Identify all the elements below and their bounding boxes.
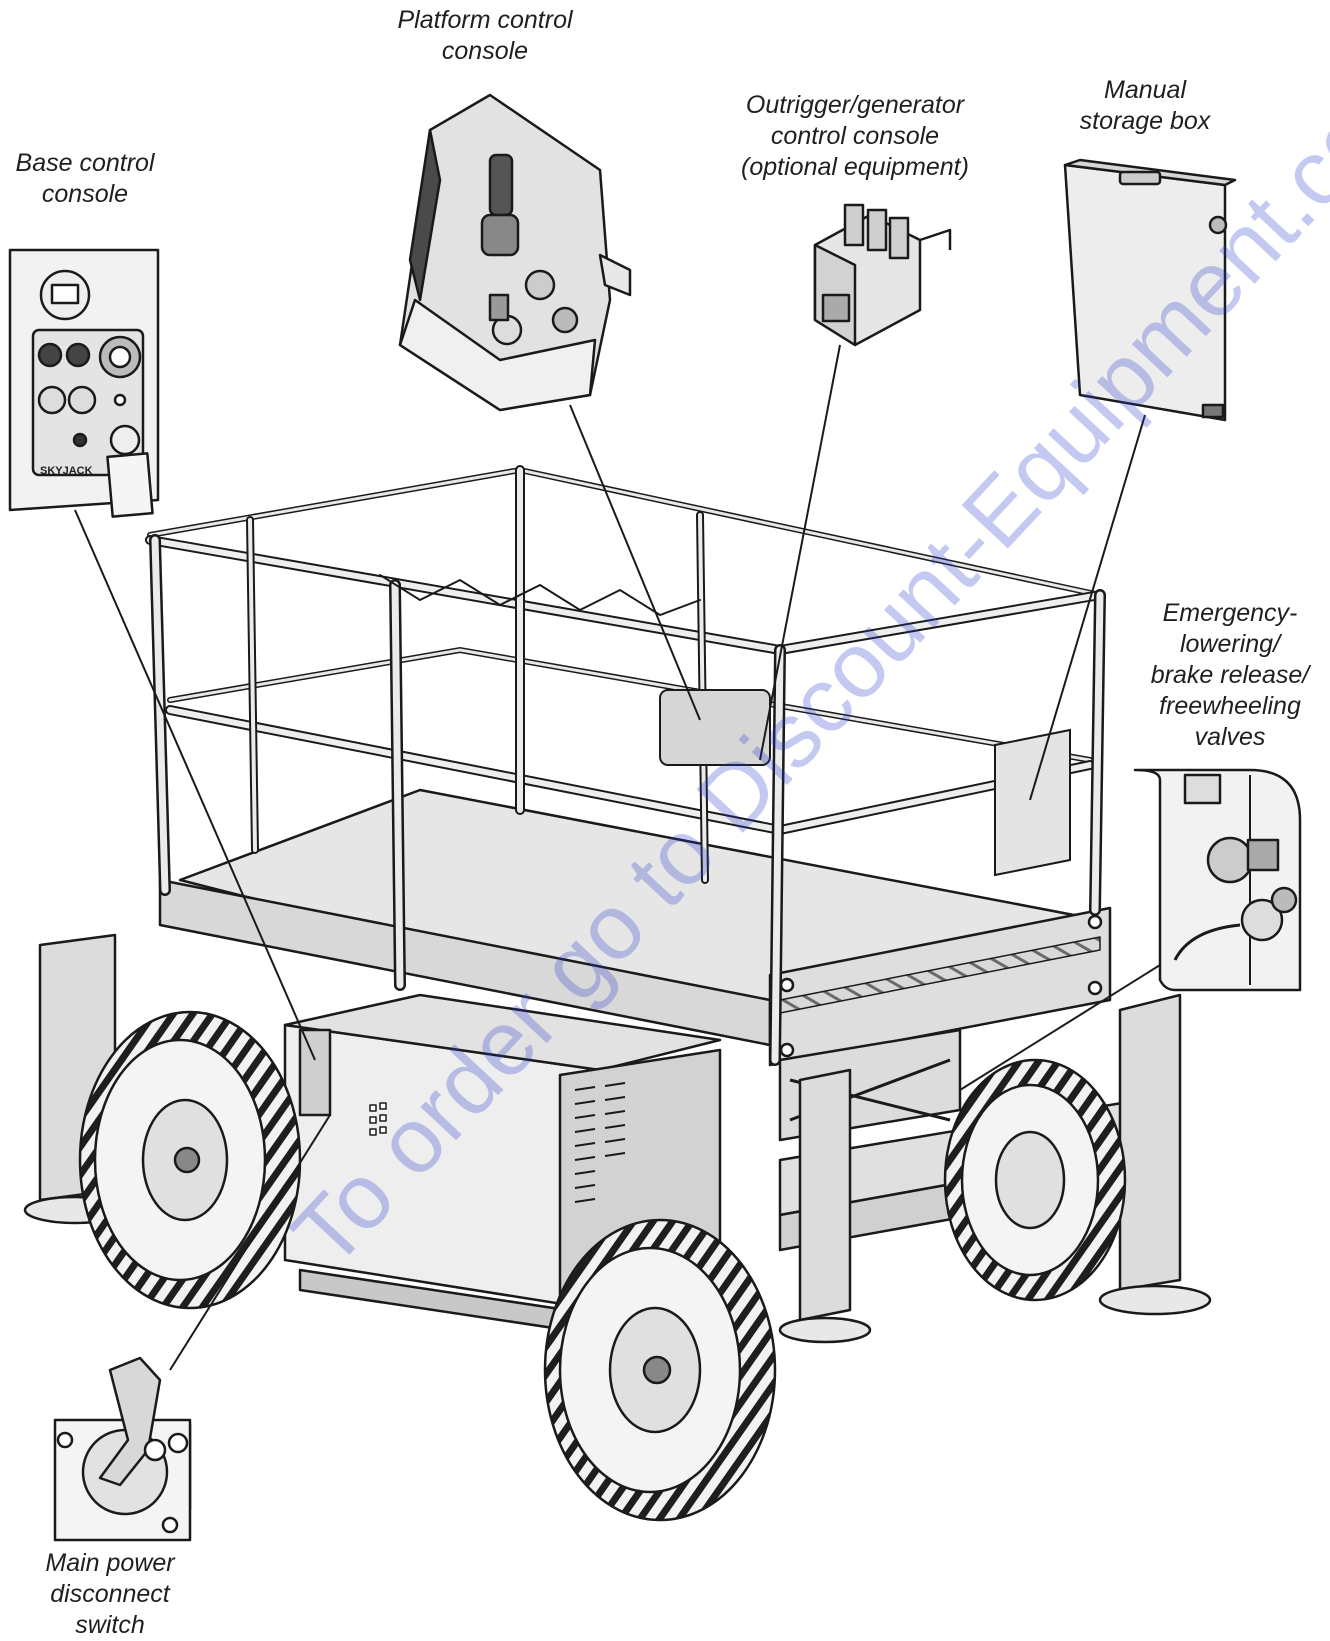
label-line: console <box>41 180 129 208</box>
label-line: disconnect <box>50 1580 170 1608</box>
storage-box-mounted <box>994 728 1071 877</box>
emergency-lowering-valves-inset <box>1133 768 1302 992</box>
leader-emergency-valves <box>959 964 1161 1091</box>
label-line: freewheeling <box>1159 692 1301 720</box>
wheel <box>543 1218 777 1522</box>
outrigger-console-inset <box>813 203 952 347</box>
label-line: control console <box>770 122 940 150</box>
label-manual-storage-box: Manual storage box <box>1055 75 1235 137</box>
guard-rails <box>145 465 1106 1066</box>
manual-storage-box-inset <box>1063 158 1237 422</box>
leader-lines <box>74 344 1161 1371</box>
base-control-console-inset: SKYJACK <box>8 248 160 518</box>
label-line: Main power <box>45 1549 175 1577</box>
label-line: brake release/ <box>1150 661 1310 689</box>
wheel <box>943 1058 1127 1302</box>
chassis-tray <box>283 1023 602 1312</box>
wheel <box>78 1010 302 1310</box>
label-line: Platform control <box>397 6 573 34</box>
platform-control-console-inset <box>398 93 632 412</box>
label-line: storage box <box>1079 107 1211 135</box>
label-line: (optional equipment) <box>741 153 969 181</box>
label-emergency-lowering-valves: Emergency- lowering/ brake release/ free… <box>1135 598 1325 753</box>
outrigger-leg <box>798 1068 852 1322</box>
label-outrigger-generator-console: Outrigger/generator control console (opt… <box>725 90 985 183</box>
label-line: switch <box>75 1611 145 1639</box>
outrigger-leg <box>1118 993 1182 1292</box>
label-line: Outrigger/generator <box>745 91 965 119</box>
leader-storage-box <box>1029 414 1146 801</box>
platform-deck <box>158 788 1112 1067</box>
label-line: Manual <box>1104 76 1186 104</box>
label-line: lowering/ <box>1179 630 1281 658</box>
leader-platform-console <box>569 404 701 721</box>
leader-main-power <box>169 1114 331 1371</box>
leader-base-console <box>74 509 316 1061</box>
label-base-control-console: Base control console <box>0 148 170 210</box>
console-brand-text: SKYJACK <box>40 465 93 477</box>
label-platform-control-console: Platform control console <box>380 5 590 67</box>
main-power-switch-inset <box>53 1356 192 1542</box>
mounted-platform-console <box>659 689 771 766</box>
leader-outrigger-console <box>759 344 841 761</box>
label-line: Emergency- <box>1162 599 1298 627</box>
label-main-power-disconnect-switch: Main power disconnect switch <box>30 1548 190 1641</box>
label-line: console <box>441 37 529 65</box>
label-line: valves <box>1194 723 1266 751</box>
label-line: Base control <box>15 149 155 177</box>
mounted-base-console <box>298 1028 332 1117</box>
